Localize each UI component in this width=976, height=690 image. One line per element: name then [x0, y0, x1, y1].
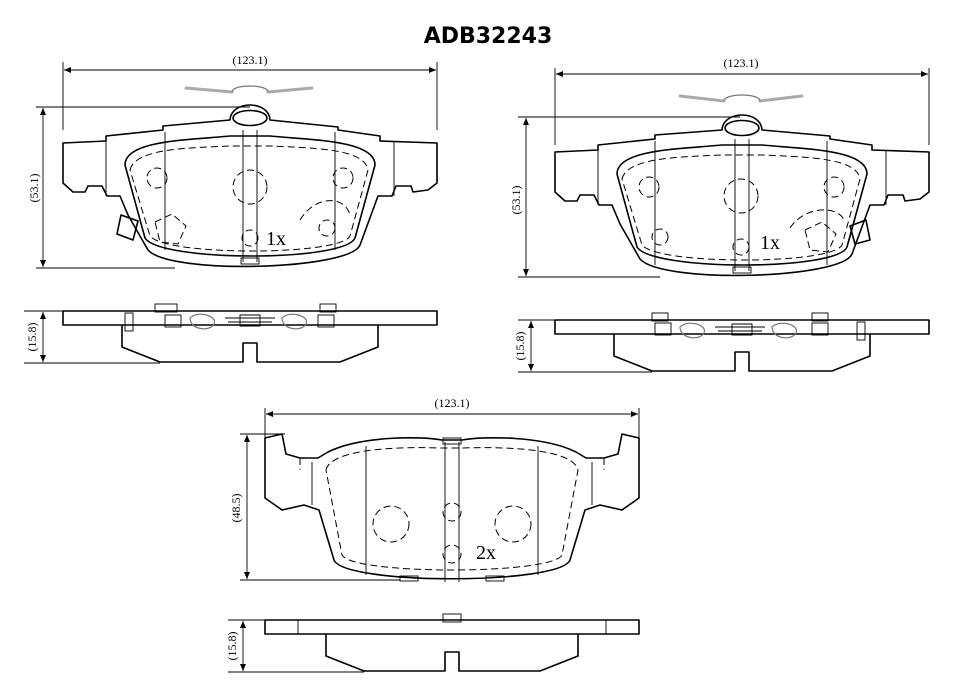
- height-dimension-label: (53.1): [27, 174, 41, 203]
- pad-top-right-side-view: (15.8): [513, 312, 930, 373]
- pad-top-right-front-view: (123.1) (53.1): [509, 56, 930, 278]
- width-dimension-label: (123.1): [435, 396, 470, 410]
- thickness-dimension-label: (15.8): [225, 632, 239, 661]
- height-dimension-label: (48.5): [229, 494, 243, 523]
- height-dimension-label: (53.1): [509, 186, 523, 215]
- quantity-label: 2x: [476, 542, 496, 564]
- thickness-dimension-label: (15.8): [25, 323, 39, 352]
- width-dimension-label: (123.1): [724, 56, 759, 70]
- thickness-dimension-label: (15.8): [513, 332, 527, 361]
- pad-top-left-front-view: (123.1) (53.1): [27, 53, 438, 269]
- pad-bottom-front-view: (123.1) (48.5): [229, 396, 640, 582]
- quantity-label: 1x: [760, 232, 780, 254]
- quantity-label: 1x: [266, 228, 286, 250]
- pad-bottom-side-view: (15.8): [225, 613, 640, 673]
- pad-top-left-side-view: (15.8): [24, 303, 438, 364]
- width-dimension-label: (123.1): [233, 53, 268, 67]
- part-number-title: ADB32243: [424, 24, 553, 49]
